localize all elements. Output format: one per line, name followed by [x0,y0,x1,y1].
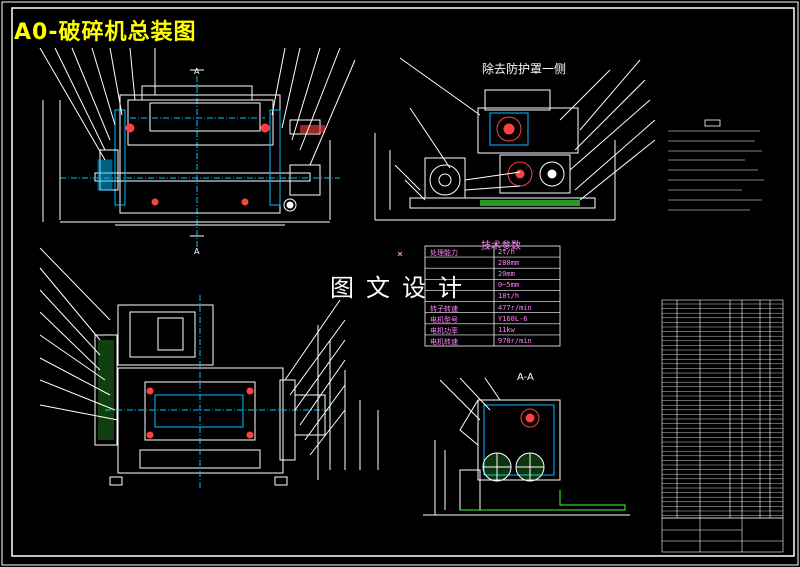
cut-mark-bottom: A [194,247,200,256]
tech-param-value: 970r/min [498,336,532,345]
tech-param-value: 0~5mm [498,281,520,290]
tech-param-value: 2t/h [498,248,515,256]
tech-param-value: 477r/min [498,303,532,312]
cut-mark-top: A [194,67,200,76]
notes-frame [704,119,721,127]
tech-param-value: 11kw [498,325,515,334]
section-aa-label: A-A [517,372,534,383]
tech-param-name: 电机功率 [430,326,458,335]
sheet-border-inner [11,7,795,557]
parts-list [661,299,784,553]
tech-param-name: 电机型号 [430,315,458,324]
top-view [39,247,379,490]
tech-param-title: 技术参数 [481,241,521,252]
drawing-title: A0-破碎机总装图 [14,20,197,45]
marker-glyph [397,251,403,257]
parts-list-rows [662,303,783,516]
tech-param-rows [425,256,560,336]
notes-lines [668,130,764,211]
tech-param-value: 280mm [498,259,520,268]
side-view-label: 除去防护罩一侧 [482,62,567,76]
tech-param-table [424,245,561,347]
tech-param-name: 电机转速 [430,337,458,346]
front-view [39,47,356,248]
watermark: 图文设计 [330,274,474,302]
side-view [374,57,656,221]
section-aa [423,377,630,516]
tech-param-name: 处理能力 [430,249,458,257]
tech-param-value: 20mm [498,270,515,279]
tech-param-value: 18t/h [498,292,520,301]
tech-param-value: Y160L-6 [498,314,528,323]
tech-param-name: 转子转速 [430,304,458,313]
